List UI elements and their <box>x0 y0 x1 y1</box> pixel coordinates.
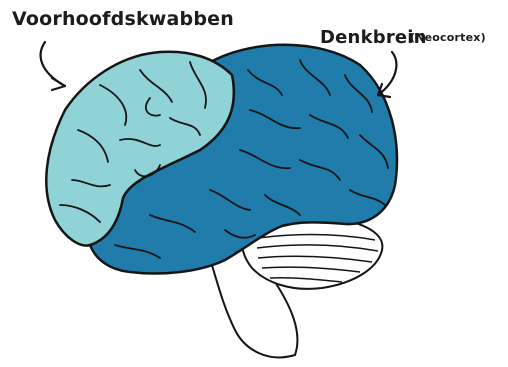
left-pointer-arrow-icon <box>41 42 65 90</box>
neocortex-sublabel: (Neocortex) <box>410 31 486 44</box>
right-pointer-arrow-icon <box>378 52 396 97</box>
frontal-lobe-label: Voorhoofdskwabben <box>12 8 234 30</box>
